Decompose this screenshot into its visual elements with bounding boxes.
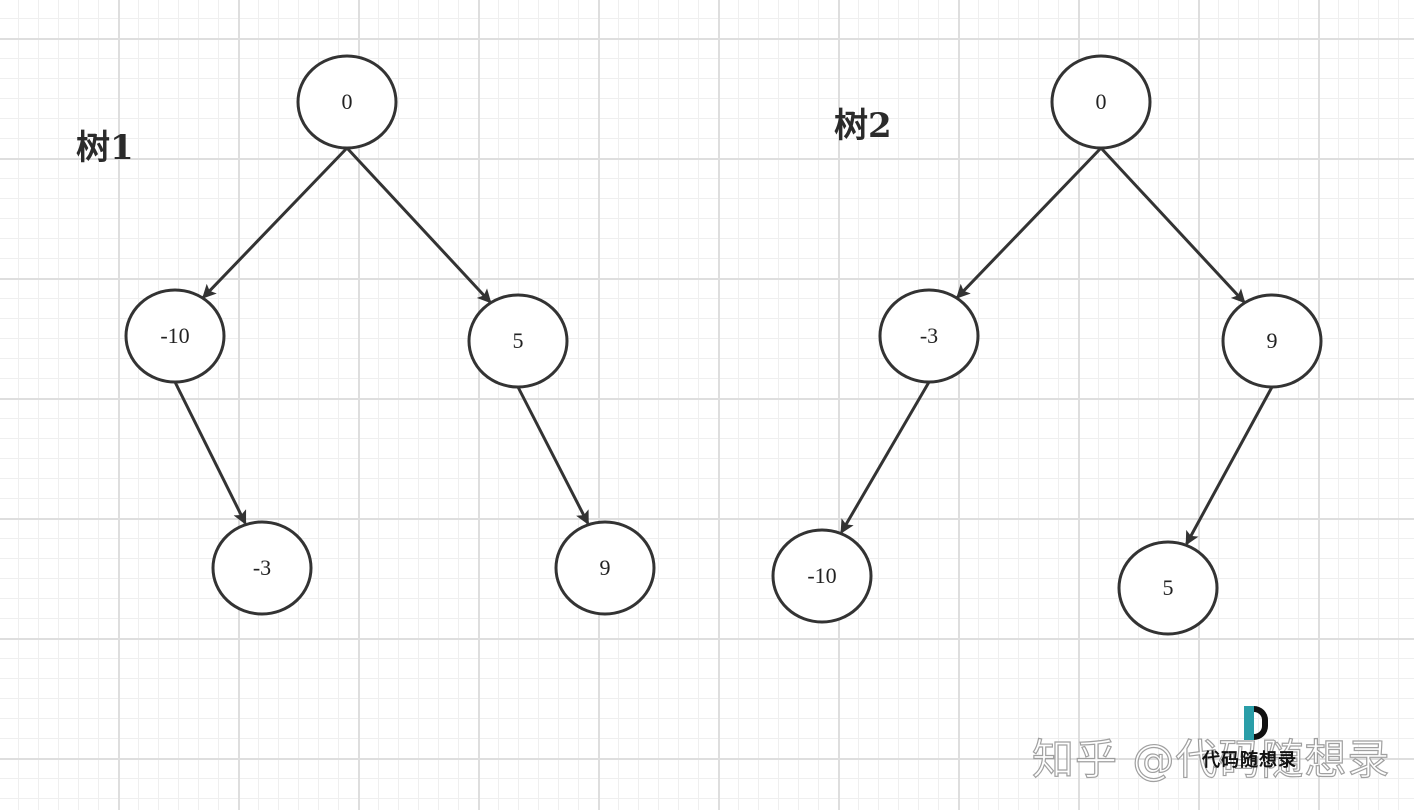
tree-2-node-circle [1117, 540, 1219, 636]
tree-2-node: -10 [771, 528, 873, 624]
tree-2-node-label: -3 [920, 323, 938, 348]
tree-2-node-label: 9 [1267, 328, 1278, 353]
logo-icon [1244, 706, 1280, 746]
tree-2-node: 9 [1221, 293, 1323, 389]
tree-2-node-circle [1050, 54, 1152, 150]
tree-2-node-label: -10 [807, 563, 836, 588]
tree-2-edge-b-d [840, 381, 931, 534]
tree-2-node-circle [878, 288, 980, 384]
tree-1-node: -10 [124, 288, 226, 384]
tree-1-edge-c-e [516, 386, 590, 525]
logo-text: 代码随想录 [1202, 750, 1297, 771]
tree-2-node-label: 5 [1163, 575, 1174, 600]
tree-1-node-circle [296, 54, 398, 150]
edges-layer [173, 146, 1274, 546]
tree-1-node-label: 9 [600, 555, 611, 580]
tree-1-title: 树1 [76, 128, 134, 168]
tree-2-node-label: 0 [1096, 89, 1107, 114]
watermark: 知乎 @代码随想录 代码随想录 [1031, 706, 1402, 785]
tree-1-node-circle [467, 293, 569, 389]
tree-2-node-circle [771, 528, 873, 624]
tree-1-node-circle [554, 520, 656, 616]
tree-2-node: 0 [1050, 54, 1152, 150]
tree-1-node-label: 0 [342, 89, 353, 114]
tree-1-edge-a-b [202, 146, 349, 299]
tree-1-node-label: 5 [513, 328, 524, 353]
tree-1-node: 5 [467, 293, 569, 389]
tree-1-node: 0 [296, 54, 398, 150]
tree-2-edge-c-e [1185, 386, 1274, 546]
tree-1-node-circle [124, 288, 226, 384]
tree-2-node: -3 [878, 288, 980, 384]
tree-1-node-label: -3 [253, 555, 271, 580]
tree-1-node-label: -10 [160, 323, 189, 348]
tree-1-edge-a-c [345, 146, 492, 304]
tree-1-node: 9 [554, 520, 656, 616]
tree-2-edge-a-b [956, 146, 1103, 299]
tree-2-edge-a-c [1099, 146, 1246, 304]
watermark-text: 知乎 @代码随想录 [1031, 734, 1391, 784]
tree-2-node: 5 [1117, 540, 1219, 636]
tree-1-node-circle [211, 520, 313, 616]
tree-1-edge-b-d [173, 381, 247, 525]
tree-2-node-circle [1221, 293, 1323, 389]
tree-1-node: -3 [211, 520, 313, 616]
tree-2-title: 树2 [834, 106, 892, 146]
nodes-layer: 0 -10 5 -3 9 0 -3 9 -10 5 [124, 54, 1323, 636]
